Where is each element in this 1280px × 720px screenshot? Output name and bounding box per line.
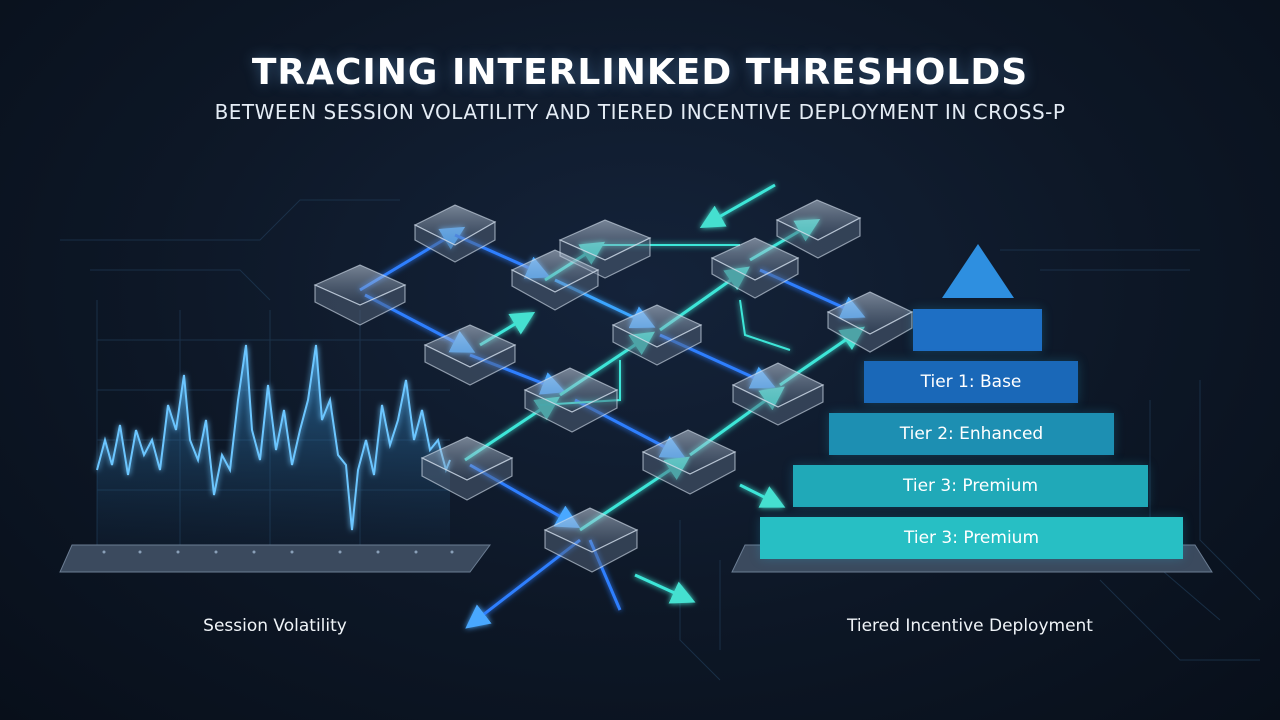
glass-node-icon — [611, 304, 703, 366]
session-volatility-label: Session Volatility — [203, 616, 347, 636]
glass-node-icon — [510, 249, 600, 311]
glass-node-icon — [710, 237, 800, 299]
glass-node-icon — [420, 436, 514, 501]
tier-3-premium-lower: Tier 3: Premium — [760, 517, 1183, 559]
volatility-chart — [59, 300, 491, 573]
volatility-waveform-line — [96, 344, 451, 531]
platform-ticks — [102, 550, 454, 554]
tier-3-premium-upper: Tier 3: Premium — [793, 465, 1148, 507]
glass-node-icon — [641, 429, 737, 495]
glass-node-icon — [775, 199, 862, 259]
triangle-apex-icon — [942, 244, 1014, 298]
glass-node-icon — [313, 264, 407, 326]
tier-2-enhanced: Tier 2: Enhanced — [829, 413, 1114, 455]
tiered-incentive-label: Tiered Incentive Deployment — [847, 616, 1093, 636]
glass-node-icon — [523, 367, 619, 433]
glass-node-icon — [543, 507, 639, 573]
network-nodes — [313, 199, 914, 573]
tier-1-base: Tier 1: Base — [864, 361, 1078, 403]
glass-node-icon — [558, 219, 652, 279]
left-platform — [59, 544, 491, 573]
glass-node-icon — [423, 324, 517, 386]
glass-node-icon — [826, 291, 914, 353]
glass-node-icon — [731, 362, 825, 426]
page-subtitle: BETWEEN SESSION VOLATILITY AND TIERED IN… — [214, 100, 1066, 124]
page-title: TRACING INTERLINKED THRESHOLDS — [251, 52, 1029, 93]
tier-apex-block — [913, 309, 1042, 351]
glass-node-icon — [413, 204, 497, 263]
